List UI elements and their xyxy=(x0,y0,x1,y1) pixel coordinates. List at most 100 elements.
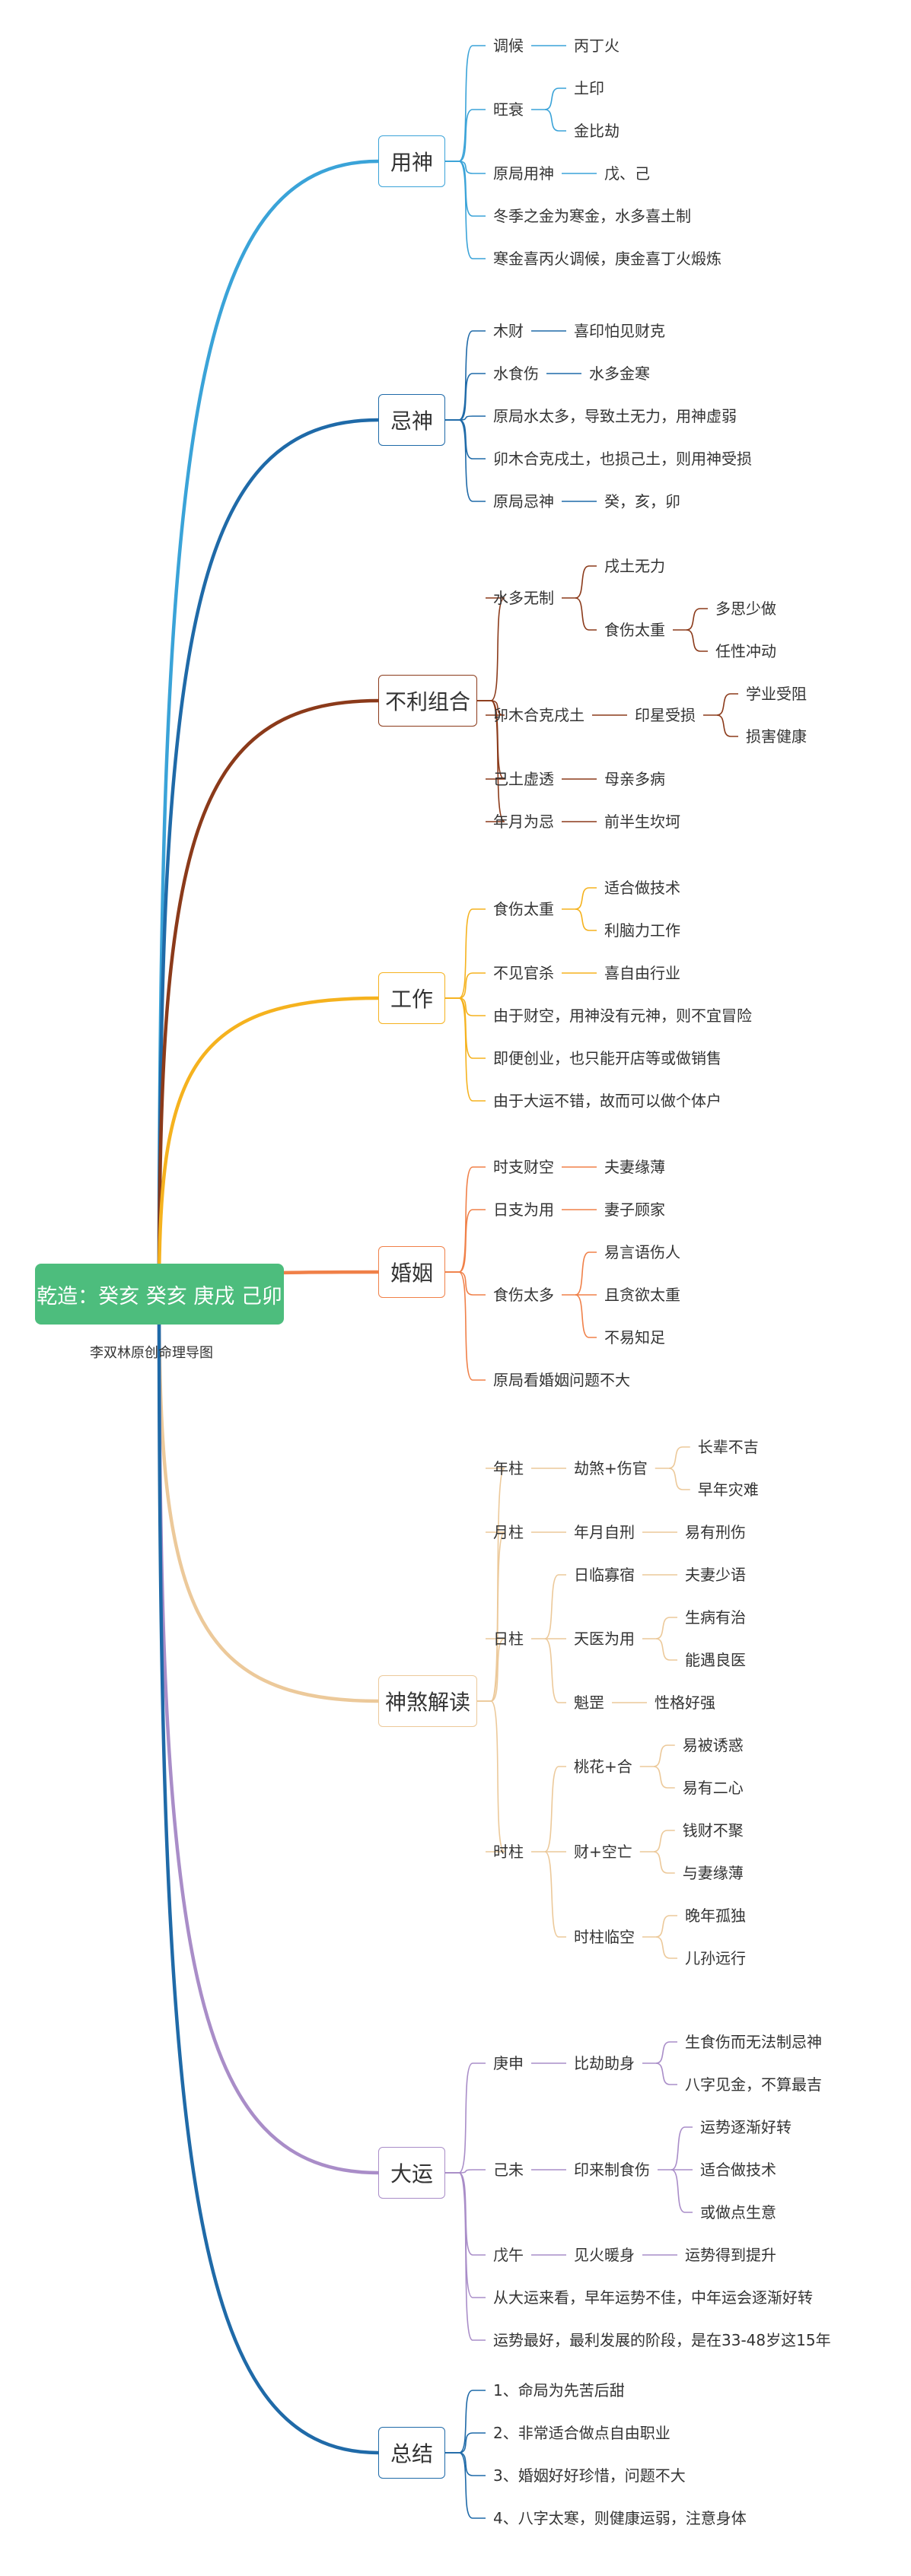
map-node[interactable]: 日临寡宿 xyxy=(573,1566,635,1584)
map-node[interactable]: 3、婚姻好好珍惜，问题不大 xyxy=(493,2466,686,2485)
map-node[interactable]: 生食伤而无法制忌神 xyxy=(684,2033,822,2051)
map-node[interactable]: 运势逐渐好转 xyxy=(699,2118,792,2136)
root-node[interactable]: 乾造：癸亥 癸亥 庚戌 己卯 xyxy=(35,1264,284,1325)
map-node[interactable]: 运势最好，最利发展的阶段，是在33-48岁这15年 xyxy=(493,2331,831,2349)
map-node[interactable]: 冬季之金为寒金，水多喜土制 xyxy=(493,207,691,225)
map-node[interactable]: 易被诱惑 xyxy=(682,1736,744,1754)
map-node[interactable]: 比劫助身 xyxy=(573,2054,635,2072)
map-node[interactable]: 财+空亡 xyxy=(573,1843,632,1861)
branch-node[interactable]: 婚姻 xyxy=(378,1246,445,1298)
map-node[interactable]: 年月为忌 xyxy=(493,813,554,831)
map-node[interactable]: 戊、己 xyxy=(604,164,650,183)
map-node[interactable]: 食伤太重 xyxy=(604,621,665,639)
branch-node[interactable]: 工作 xyxy=(378,972,445,1024)
map-node[interactable]: 夫妻缘薄 xyxy=(604,1158,665,1176)
branch-node[interactable]: 用神 xyxy=(378,135,445,187)
map-node[interactable]: 己未 xyxy=(493,2161,524,2179)
map-node[interactable]: 不易知足 xyxy=(604,1328,665,1347)
map-node[interactable]: 与妻缘薄 xyxy=(682,1864,744,1882)
map-node[interactable]: 且贪欲太重 xyxy=(604,1286,680,1304)
map-node[interactable]: 原局忌神 xyxy=(493,492,554,510)
map-node[interactable]: 旺衰 xyxy=(493,100,524,119)
map-node[interactable]: 见火暖身 xyxy=(573,2246,635,2264)
map-node[interactable]: 天医为用 xyxy=(573,1630,635,1648)
map-node[interactable]: 原局水太多，导致土无力，用神虚弱 xyxy=(493,407,737,425)
branch-node[interactable]: 大运 xyxy=(378,2147,445,2199)
map-node[interactable]: 印来制食伤 xyxy=(573,2161,650,2179)
map-node[interactable]: 由于财空，用神没有元神，则不宜冒险 xyxy=(493,1007,752,1025)
branch-node[interactable]: 忌神 xyxy=(378,394,445,446)
map-node[interactable]: 儿孙远行 xyxy=(684,1949,746,1967)
map-node[interactable]: 早年灾难 xyxy=(697,1480,759,1499)
map-node[interactable]: 或做点生意 xyxy=(699,2203,776,2221)
map-node[interactable]: 水多无制 xyxy=(493,589,554,607)
map-node[interactable]: 己土虚透 xyxy=(493,770,554,788)
map-node[interactable]: 水多金寒 xyxy=(588,364,650,383)
map-node[interactable]: 喜印怕见财克 xyxy=(573,322,665,340)
map-node[interactable]: 妻子顾家 xyxy=(604,1201,665,1219)
map-node[interactable]: 卯木合克戌土，也损己土，则用神受损 xyxy=(493,450,752,468)
map-node[interactable]: 适合做技术 xyxy=(604,879,680,897)
map-node[interactable]: 学业受阻 xyxy=(745,685,807,703)
map-node[interactable]: 卯木合克戌土 xyxy=(493,706,585,724)
map-node[interactable]: 癸，亥，卯 xyxy=(604,492,680,510)
map-node[interactable]: 金比劫 xyxy=(573,122,620,140)
map-node[interactable]: 喜自由行业 xyxy=(604,964,680,982)
map-node[interactable]: 丙丁火 xyxy=(573,37,620,55)
map-node[interactable]: 前半生坎坷 xyxy=(604,813,680,831)
map-node[interactable]: 戊午 xyxy=(493,2246,524,2264)
map-node[interactable]: 日柱 xyxy=(493,1630,524,1648)
map-node[interactable]: 调候 xyxy=(493,37,524,55)
map-node[interactable]: 魁罡 xyxy=(573,1693,604,1712)
map-node[interactable]: 时支财空 xyxy=(493,1158,554,1176)
map-node[interactable]: 木财 xyxy=(493,322,524,340)
map-node[interactable]: 2、非常适合做点自由职业 xyxy=(493,2424,671,2442)
map-node[interactable]: 适合做技术 xyxy=(699,2161,776,2179)
map-node[interactable]: 从大运来看，早年运势不佳，中年运会逐渐好转 xyxy=(493,2288,813,2307)
map-node[interactable]: 庚申 xyxy=(493,2054,524,2072)
map-node[interactable]: 由于大运不错，故而可以做个体户 xyxy=(493,1092,721,1110)
branch-node[interactable]: 总结 xyxy=(378,2427,445,2479)
map-node[interactable]: 印星受损 xyxy=(634,706,696,724)
map-node[interactable]: 易言语伤人 xyxy=(604,1243,680,1261)
map-node[interactable]: 年月自刑 xyxy=(573,1523,635,1541)
map-node[interactable]: 年柱 xyxy=(493,1459,524,1477)
map-node[interactable]: 月柱 xyxy=(493,1523,524,1541)
map-node[interactable]: 日支为用 xyxy=(493,1201,554,1219)
map-node[interactable]: 钱财不聚 xyxy=(682,1821,744,1840)
map-node[interactable]: 晚年孤独 xyxy=(684,1907,746,1925)
map-node[interactable]: 长辈不吉 xyxy=(697,1438,759,1456)
map-node[interactable]: 运势得到提升 xyxy=(684,2246,776,2264)
map-node[interactable]: 食伤太重 xyxy=(493,900,554,918)
map-node[interactable]: 时柱 xyxy=(493,1843,524,1861)
map-node[interactable]: 食伤太多 xyxy=(493,1286,554,1304)
map-node[interactable]: 夫妻少语 xyxy=(684,1566,746,1584)
map-node[interactable]: 易有二心 xyxy=(682,1779,744,1797)
map-node[interactable]: 八字见金，不算最吉 xyxy=(684,2075,822,2094)
map-node[interactable]: 原局用神 xyxy=(493,164,554,183)
map-node[interactable]: 易有刑伤 xyxy=(684,1523,746,1541)
map-node[interactable]: 土印 xyxy=(573,79,604,97)
map-node[interactable]: 能遇良医 xyxy=(684,1651,746,1669)
map-node[interactable]: 母亲多病 xyxy=(604,770,665,788)
map-node[interactable]: 即便创业，也只能开店等或做销售 xyxy=(493,1049,721,1067)
branch-node[interactable]: 神煞解读 xyxy=(378,1675,477,1727)
map-node[interactable]: 损害健康 xyxy=(745,727,807,746)
map-node[interactable]: 桃花+合 xyxy=(573,1757,632,1776)
map-node[interactable]: 任性冲动 xyxy=(715,642,776,660)
map-node[interactable]: 4、八字太寒，则健康运弱，注意身体 xyxy=(493,2509,747,2527)
map-node[interactable]: 时柱临空 xyxy=(573,1928,635,1946)
map-node[interactable]: 水食伤 xyxy=(493,364,539,383)
map-node[interactable]: 劫煞+伤官 xyxy=(573,1459,648,1477)
map-node[interactable]: 原局看婚姻问题不大 xyxy=(493,1371,630,1389)
map-node[interactable]: 多思少做 xyxy=(715,599,776,618)
map-node[interactable]: 性格好强 xyxy=(654,1693,715,1712)
map-node[interactable]: 戌土无力 xyxy=(604,557,665,575)
map-node[interactable]: 寒金喜丙火调候，庚金喜丁火煅炼 xyxy=(493,250,721,268)
branch-node[interactable]: 不利组合 xyxy=(378,675,477,727)
map-node[interactable]: 利脑力工作 xyxy=(604,921,680,940)
map-node[interactable]: 生病有治 xyxy=(684,1608,746,1627)
map-node[interactable]: 不见官杀 xyxy=(493,964,554,982)
map-node[interactable]: 1、命局为先苦后甜 xyxy=(493,2381,625,2399)
